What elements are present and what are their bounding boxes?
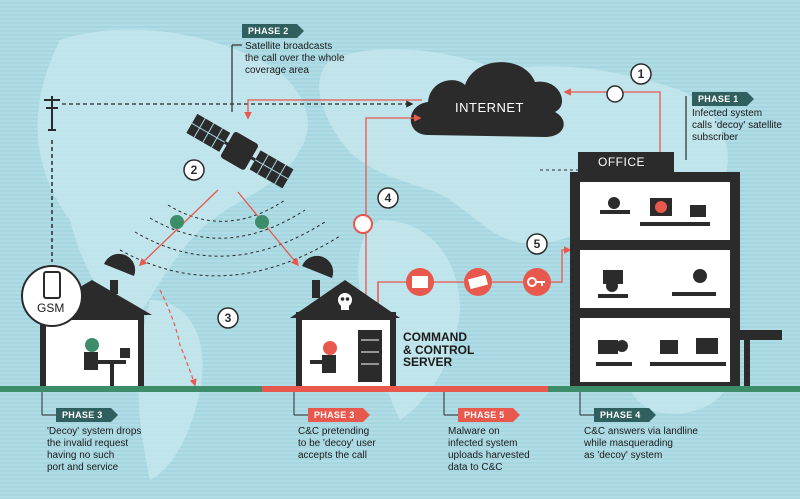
phase2-text: Satellite broadcasts the call over the w… <box>245 41 345 76</box>
cloud-icon <box>410 62 564 137</box>
phase2-tag: PHASE 2 <box>242 24 304 38</box>
alert-icon <box>655 201 667 213</box>
phase1-text: Infected system calls 'decoy' satellite … <box>692 108 782 143</box>
dish-icon-cnc <box>312 280 320 298</box>
step-1: 1 <box>638 67 645 81</box>
cnc-building <box>290 255 400 386</box>
ground-line-red <box>262 386 548 392</box>
phase4-tag: PHASE 4 <box>594 408 656 422</box>
cnc-label: COMMAND & CONTROL SERVER <box>403 330 475 370</box>
gsm-label: GSM <box>37 301 65 315</box>
phone-icon <box>43 271 61 299</box>
phase3-mid-text: C&C pretending to be 'decoy' user accept… <box>298 426 376 461</box>
antenna-icon <box>44 96 60 131</box>
user-question-icon <box>170 85 624 234</box>
phase3-left-tag: PHASE 3 <box>56 408 118 422</box>
step-3: 3 <box>225 311 232 325</box>
folder-icon <box>412 276 428 288</box>
phase4-text: C&C answers via landline while masquerad… <box>584 426 698 461</box>
card-icon <box>468 274 488 290</box>
internet-label: INTERNET <box>455 100 524 115</box>
phase3-mid-tag: PHASE 3 <box>308 408 370 422</box>
dish-icon <box>110 280 118 294</box>
broadcast-waves <box>119 199 341 277</box>
key-icon <box>527 277 545 287</box>
step-5: 5 <box>534 237 541 251</box>
phase3-left-text: 'Decoy' system drops the invalid request… <box>47 426 142 473</box>
gsm-circle <box>21 265 83 327</box>
skull-icon <box>338 293 352 310</box>
phase5-text: Malware on infected system uploads harve… <box>448 426 530 473</box>
phase1-tag: PHASE 1 <box>692 92 754 106</box>
phase5-tag: PHASE 5 <box>458 408 520 422</box>
satellite-icon <box>186 113 294 189</box>
office-building <box>570 152 782 386</box>
step-2: 2 <box>191 163 198 177</box>
step-4: 4 <box>385 191 392 205</box>
office-label: OFFICE <box>598 155 645 169</box>
